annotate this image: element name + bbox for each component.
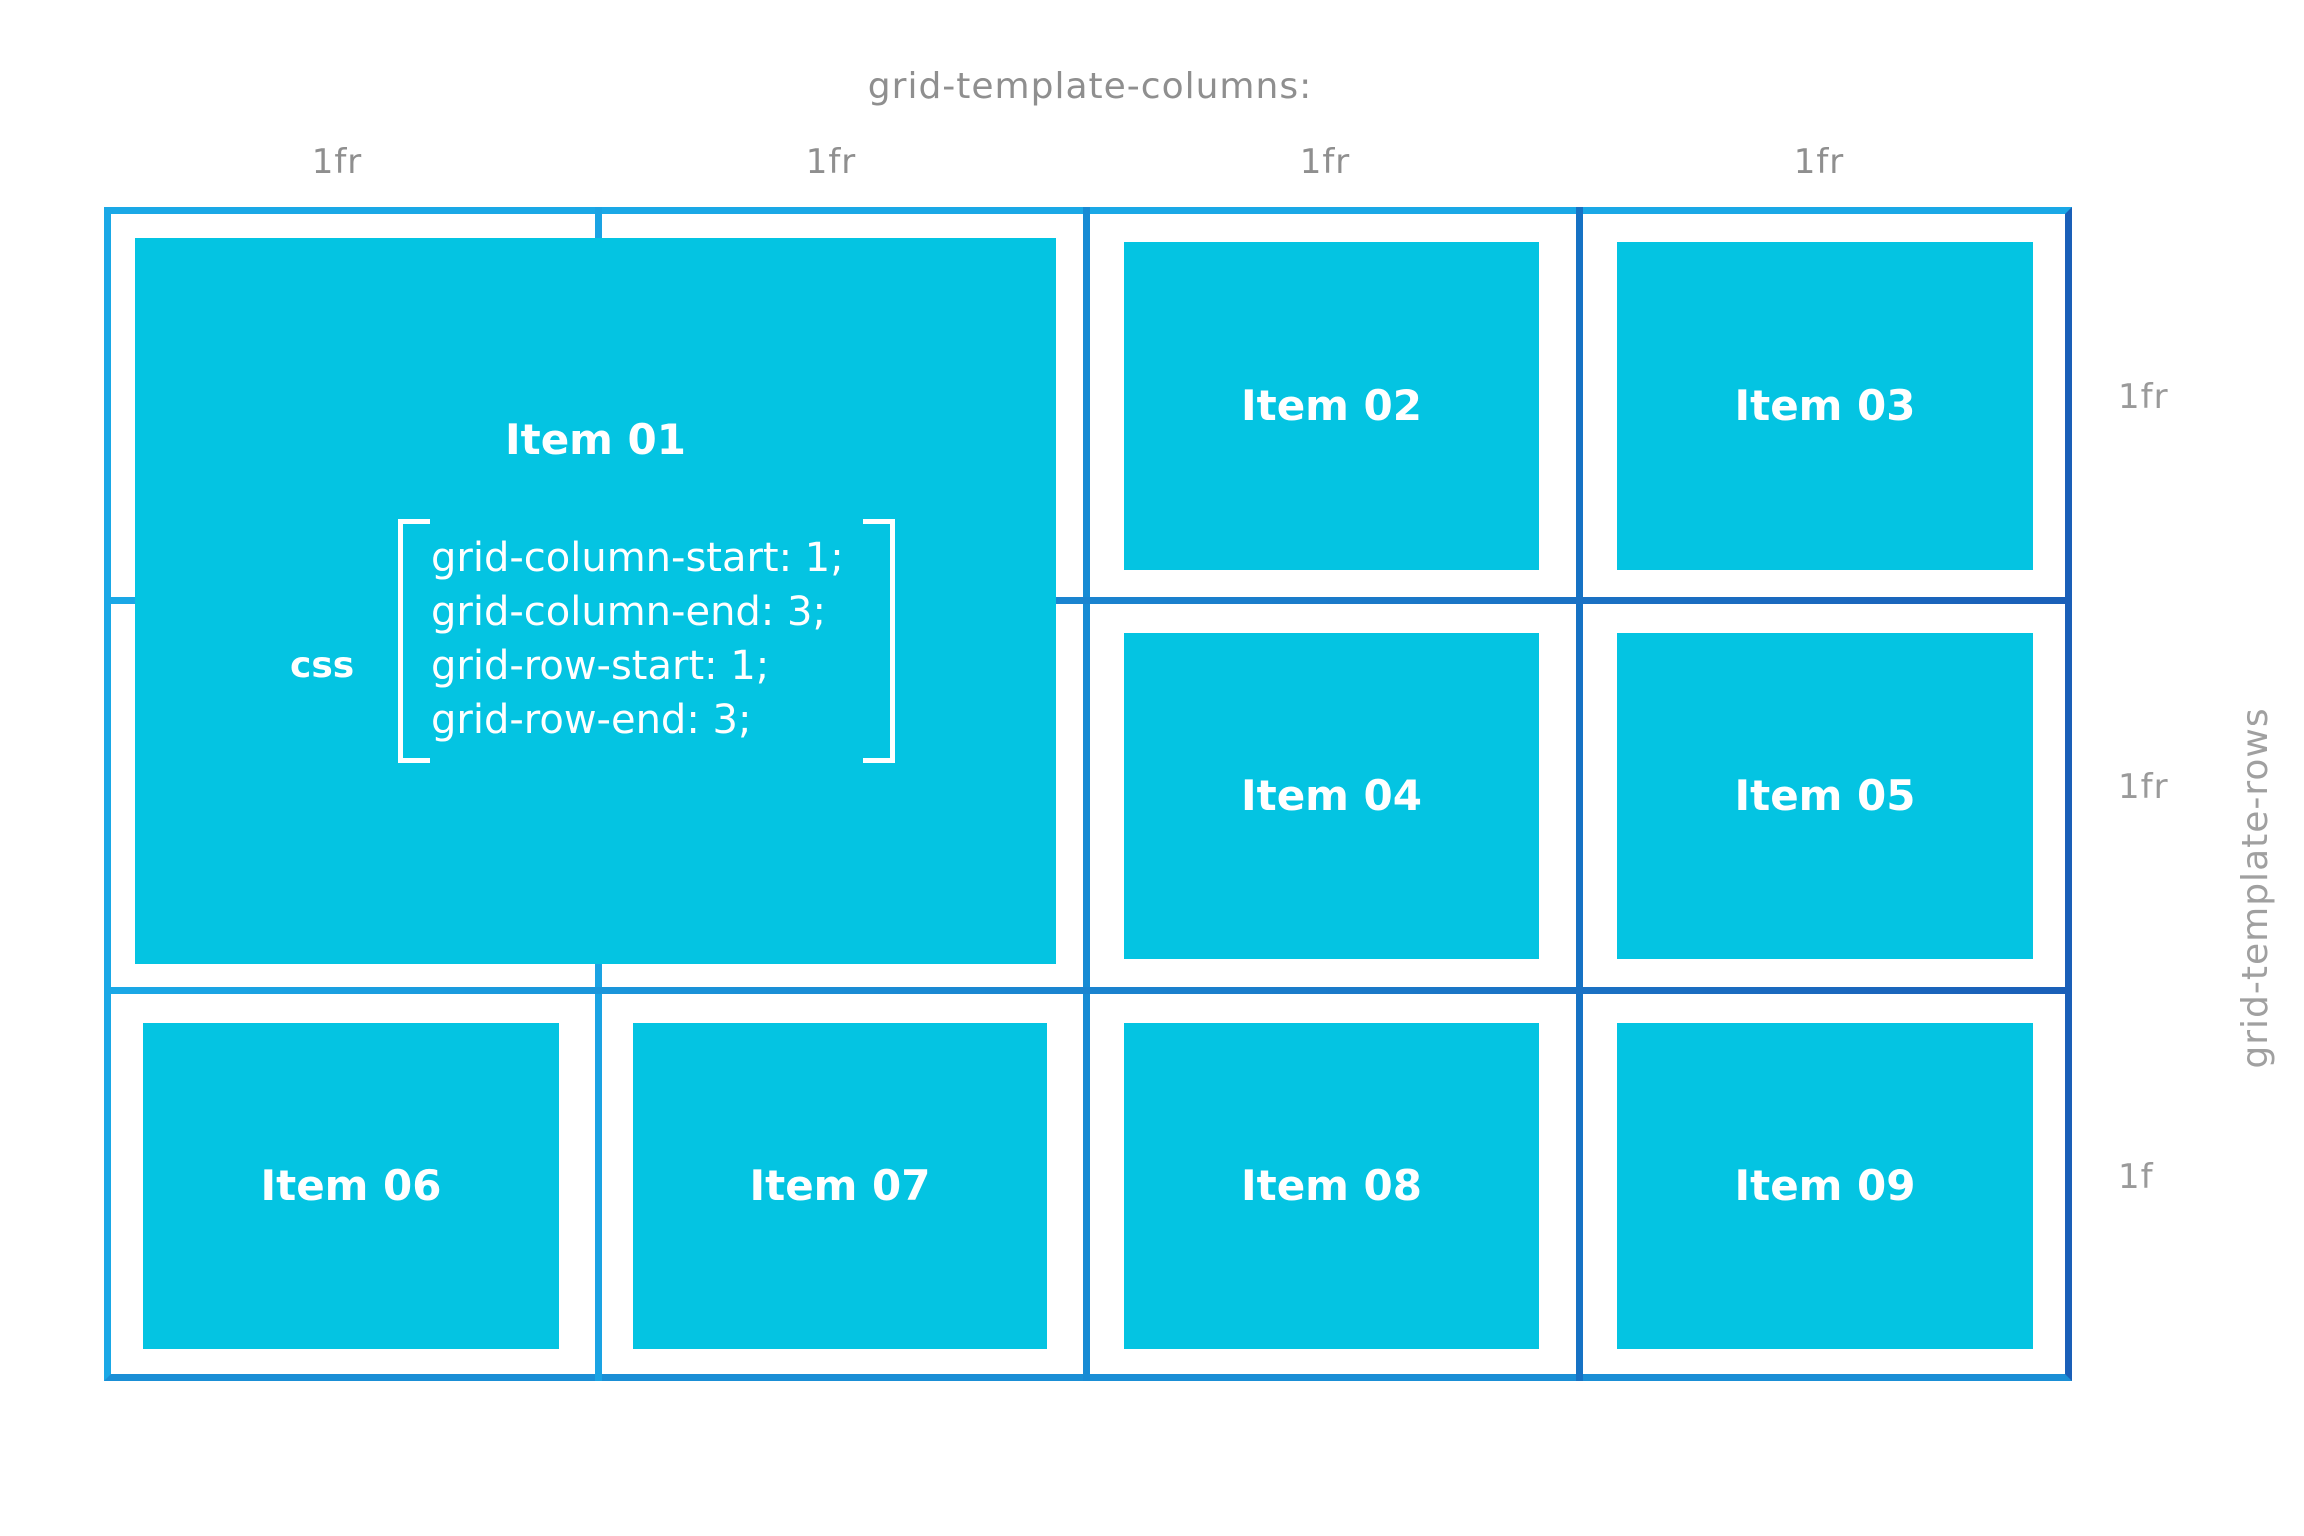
grid-item-05: Item 05 [1617,633,2033,959]
item-label: Item 05 [1734,771,1916,820]
column-4-size-label: 1fr [1793,142,1845,182]
grid-item-04: Item 04 [1124,633,1539,959]
row-3-size-label: 1f [2118,1157,2154,1197]
css-rules: grid-column-start: 1; grid-column-end: 3… [431,531,844,747]
item-label: Item 04 [1240,771,1423,820]
css-rule-line: grid-row-start: 1; [431,643,770,689]
grid-item-09: Item 09 [1617,1023,2033,1349]
css-rule-line: grid-row-end: 3; [431,697,752,743]
columns-axis-title: grid-template-columns: [867,66,1313,107]
grid-line-row-3 [104,987,2072,994]
css-rule-line: grid-column-end: 3; [431,589,826,635]
grid-line-column-3 [1083,207,1090,1381]
css-rule-line: grid-column-start: 1; [431,535,844,581]
css-tag-label: css [290,645,355,686]
grid-item-08: Item 08 [1124,1023,1539,1349]
grid-item-03: Item 03 [1617,242,2033,570]
row-2-size-label: 1fr [2118,767,2169,807]
item-label: Item 09 [1734,1161,1916,1210]
grid-item-06: Item 06 [143,1023,559,1349]
item-label: Item 01 [504,415,687,464]
grid-item-01: Item 01 css grid-column-start: 1; grid-c… [135,238,1056,964]
item-label: Item 08 [1240,1161,1423,1210]
item-label: Item 02 [1240,381,1423,430]
right-bracket [863,519,895,763]
grid-item-02: Item 02 [1124,242,1539,570]
item-label: Item 03 [1734,381,1916,430]
grid-line-column-4 [1576,207,1583,1381]
item-label: Item 06 [260,1161,442,1210]
rows-axis-title: grid-template-rows [2235,707,2276,1069]
item-label: Item 07 [749,1161,931,1210]
left-bracket [398,519,430,763]
column-1-size-label: 1fr [311,142,363,182]
row-1-size-label: 1fr [2118,377,2169,417]
column-3-size-label: 1fr [1299,142,1351,182]
column-2-size-label: 1fr [805,142,857,182]
grid-item-07: Item 07 [633,1023,1047,1349]
grid-line-row-2 [104,597,2072,604]
